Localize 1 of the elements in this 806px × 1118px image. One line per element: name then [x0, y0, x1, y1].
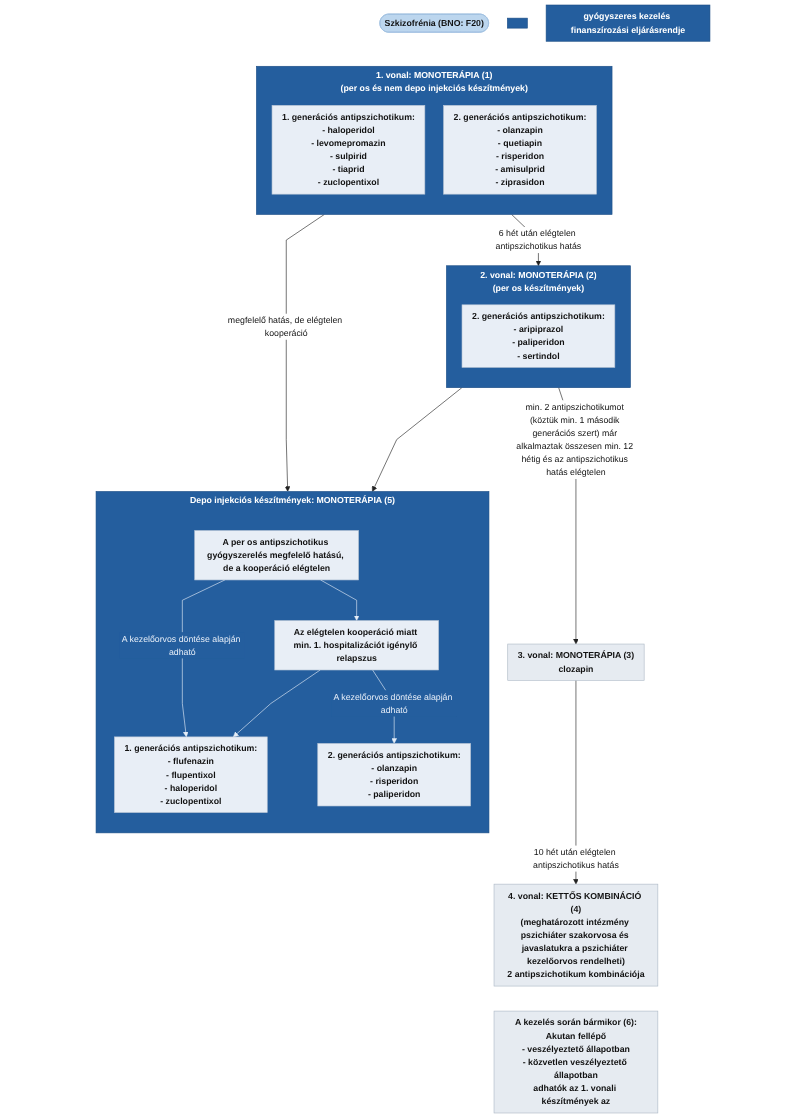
node-box — [507, 17, 528, 29]
